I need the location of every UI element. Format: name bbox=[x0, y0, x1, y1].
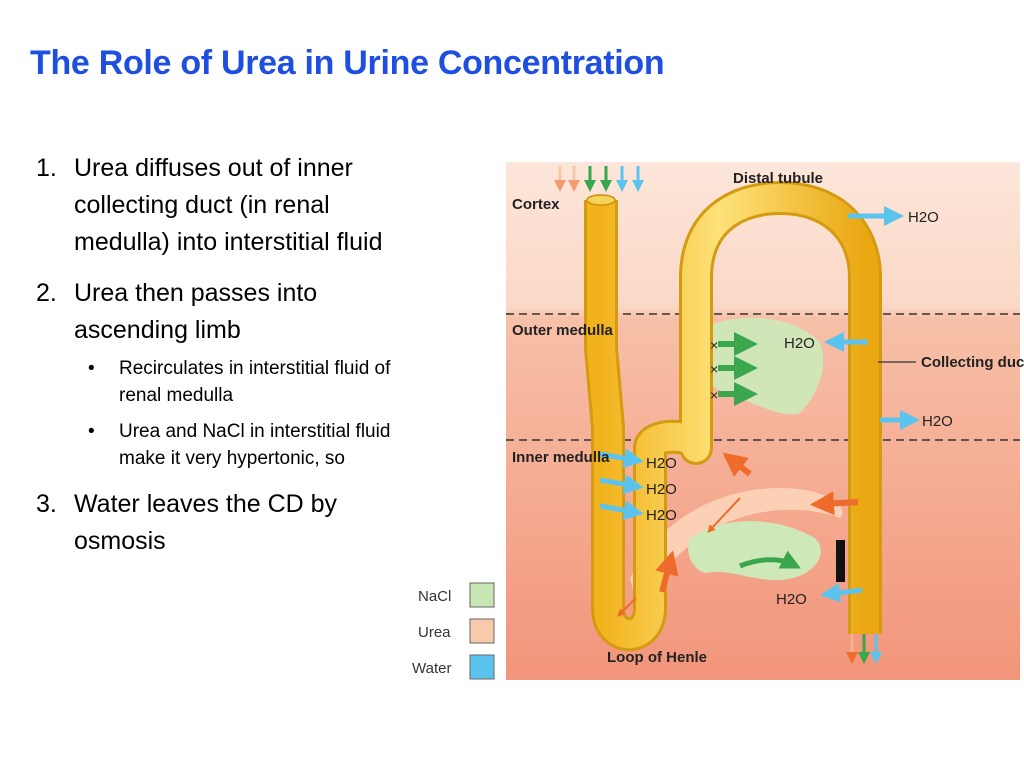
sub-bullet-list: Recirculates in interstitial fluid of re… bbox=[74, 355, 416, 472]
water-arrows bbox=[599, 206, 920, 603]
sub-bullet-item: Urea and NaCl in interstitial fluid make… bbox=[74, 418, 416, 472]
bullet-item-3: 3. Water leaves the CD by osmosis bbox=[36, 486, 416, 560]
bullet-item-1: 1. Urea diffuses out of inner collecting… bbox=[36, 150, 416, 261]
bullet-list: 1. Urea diffuses out of inner collecting… bbox=[36, 150, 416, 574]
h2o-label: H2O bbox=[646, 507, 677, 524]
legend-swatch-nacl bbox=[469, 582, 495, 608]
barrier-marker bbox=[836, 540, 845, 582]
urea-arrows bbox=[617, 452, 859, 617]
inner-medulla-label: Inner medulla bbox=[512, 449, 610, 466]
bullet-number: 1. bbox=[36, 154, 57, 182]
blocked-marker: × bbox=[710, 337, 718, 353]
legend-swatch-urea bbox=[469, 618, 495, 644]
h2o-label: H2O bbox=[922, 413, 953, 430]
outer-medulla-label: Outer medulla bbox=[512, 322, 614, 339]
h2o-label: H2O bbox=[784, 335, 815, 352]
cortex-label: Cortex bbox=[512, 196, 560, 213]
legend-swatch-water bbox=[469, 654, 495, 680]
collecting-duct-label: Collecting duct bbox=[921, 354, 1024, 371]
loop-of-henle-label: Loop of Henle bbox=[607, 649, 707, 666]
bullet-text: Urea then passes into ascending limb bbox=[74, 279, 318, 344]
blocked-marker: × bbox=[710, 361, 718, 377]
bullet-text: Water leaves the CD by osmosis bbox=[74, 490, 338, 555]
distal-tubule-label: Distal tubule bbox=[733, 170, 823, 187]
sub-bullet-item: Recirculates in interstitial fluid of re… bbox=[74, 355, 416, 409]
bullet-text: Urea diffuses out of inner collecting du… bbox=[74, 154, 383, 256]
h2o-label: H2O bbox=[776, 591, 807, 608]
water-labels: H2O H2O H2O H2O H2O H2O H2O bbox=[646, 209, 953, 608]
h2o-label: H2O bbox=[646, 481, 677, 498]
nephron-diagram: × × × Cortex Outer medulla Inner medulla… bbox=[412, 162, 1024, 680]
outflow-arrows bbox=[846, 634, 882, 664]
inflow-arrows bbox=[554, 166, 644, 192]
h2o-label: H2O bbox=[908, 209, 939, 226]
legend: NaCl Urea Water bbox=[412, 582, 495, 680]
nephron-tubule-highlight bbox=[587, 184, 879, 649]
bullet-number: 2. bbox=[36, 279, 57, 307]
bullet-number: 3. bbox=[36, 490, 57, 518]
h2o-label: H2O bbox=[646, 455, 677, 472]
legend-label-urea: Urea bbox=[418, 624, 451, 641]
nacl-arrows: × × × bbox=[710, 332, 801, 569]
outer-medulla-label-text: Outer medulla bbox=[512, 322, 614, 339]
bullet-item-2: 2. Urea then passes into ascending limb … bbox=[36, 275, 416, 472]
slide-title: The Role of Urea in Urine Concentration bbox=[30, 44, 665, 82]
legend-label-nacl: NaCl bbox=[418, 588, 451, 605]
legend-label-water: Water bbox=[412, 660, 451, 677]
inner-medulla-label-text: Inner medulla bbox=[512, 449, 610, 466]
tubule-opening bbox=[586, 194, 616, 206]
blocked-marker: × bbox=[710, 387, 718, 403]
